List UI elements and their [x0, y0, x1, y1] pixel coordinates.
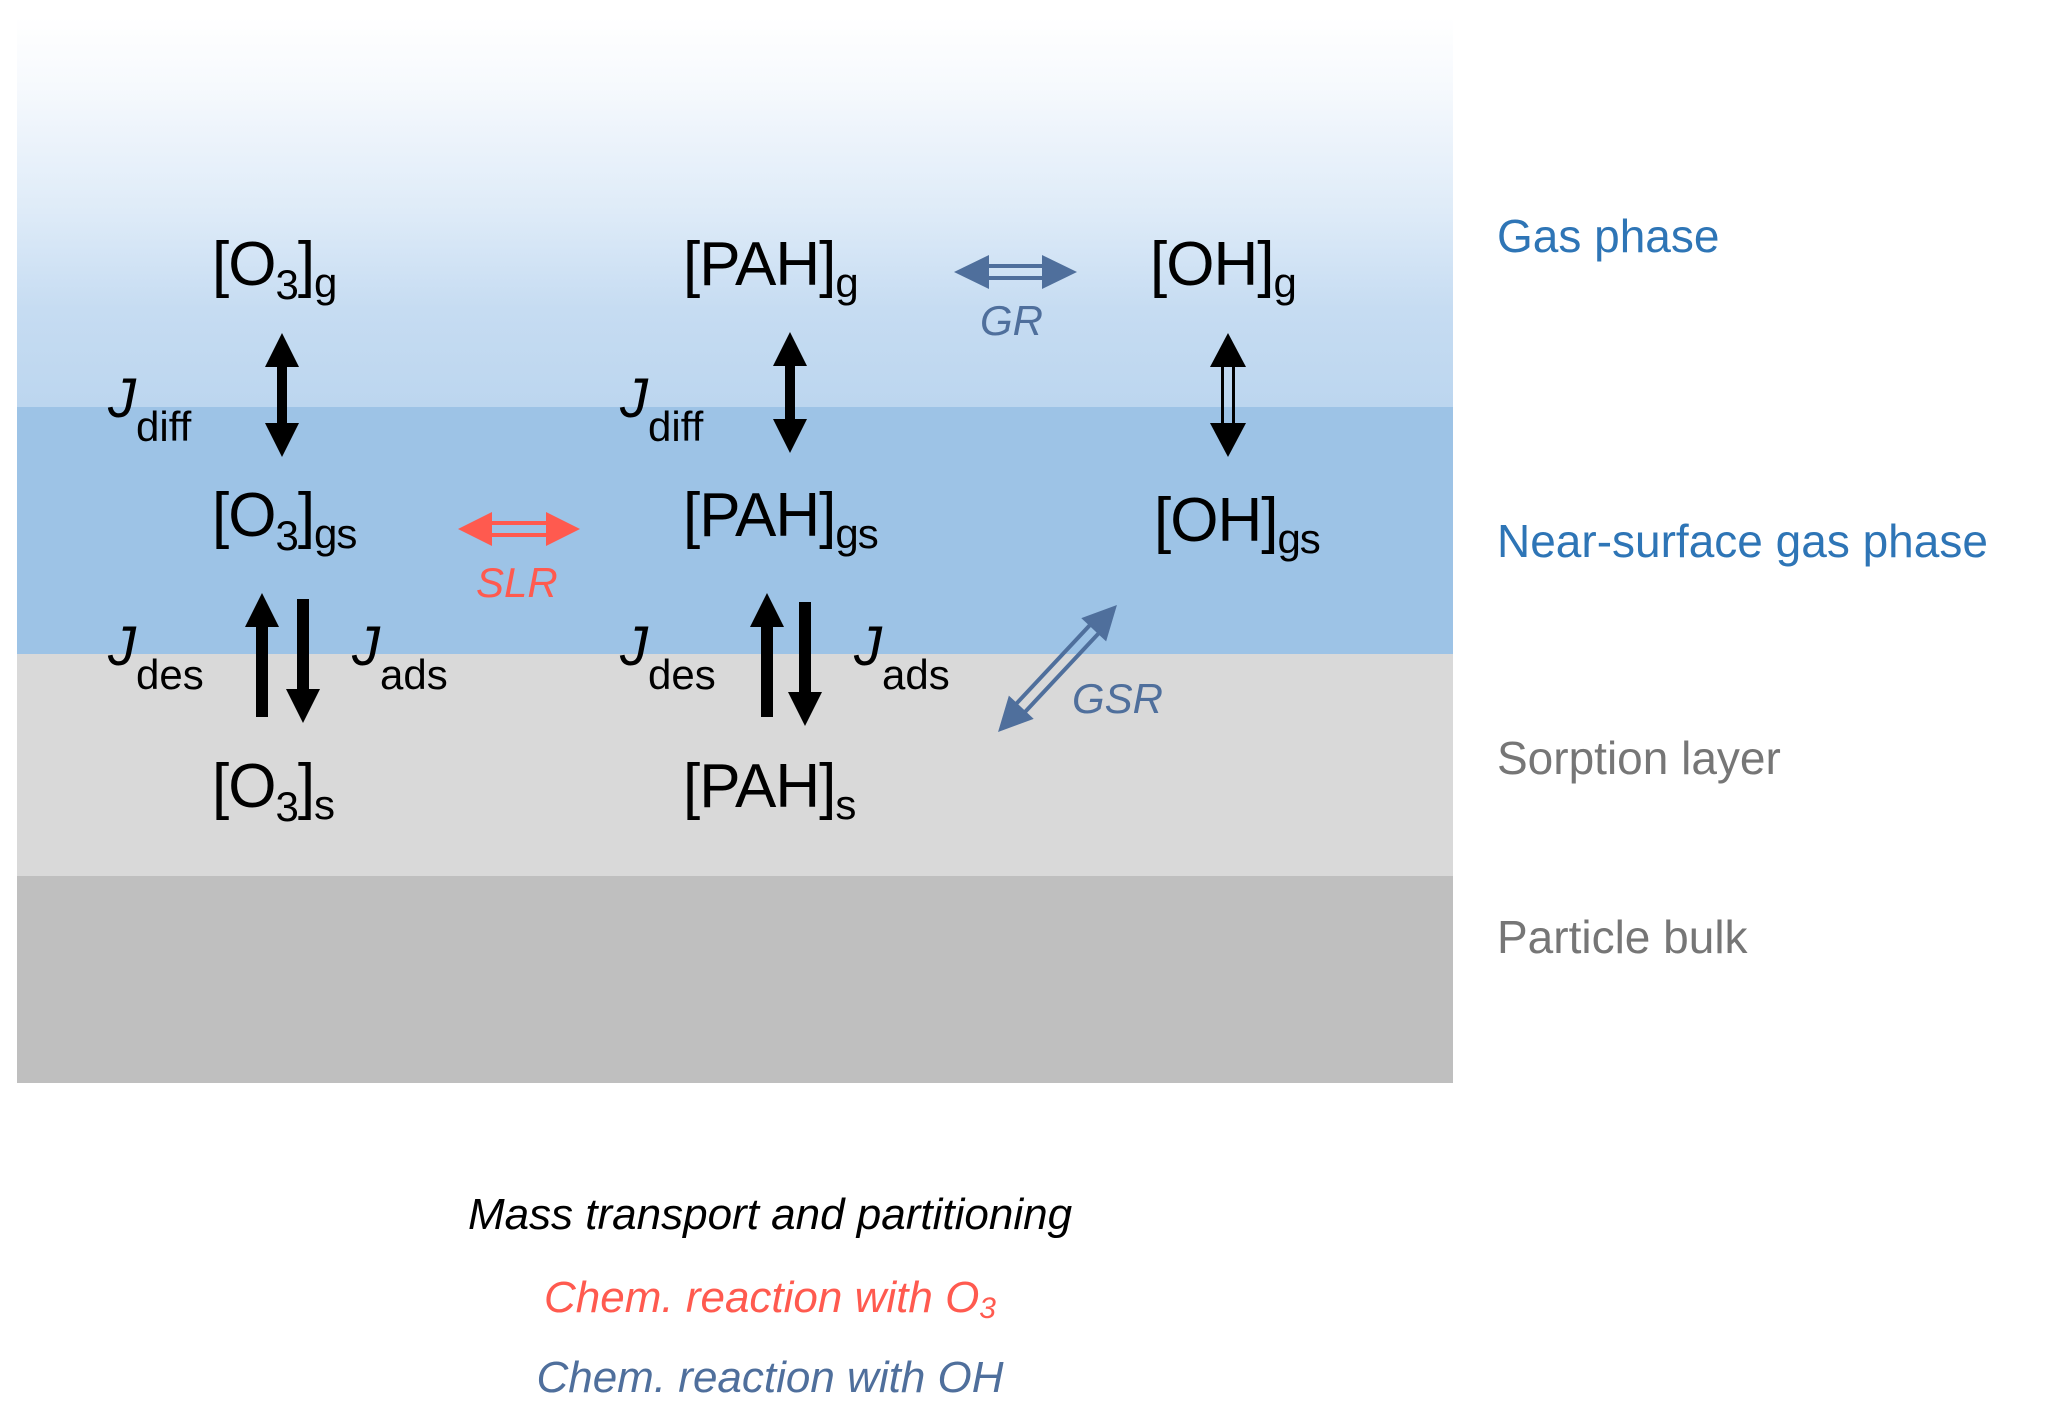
species-pah-gas: [PAH]g [683, 234, 859, 304]
flux-label-o3-des: Jdes [108, 618, 204, 696]
species-text: [O [212, 481, 276, 550]
species-subscript-number: 3 [275, 261, 298, 308]
flux-label-pah-diff: Jdiff [620, 370, 703, 448]
species-text: [OH] [1154, 486, 1278, 555]
phase-label-near-surface: Near-surface gas phase [1497, 515, 1988, 567]
species-pah-sorption: [PAH]s [683, 756, 856, 826]
flux-subscript: ads [380, 651, 448, 698]
flux-symbol: J [620, 614, 648, 677]
flux-label-pah-ads: Jads [854, 618, 950, 696]
species-subscript: g [835, 259, 858, 306]
species-o3-sorption: [O3]s [212, 756, 335, 828]
flux-subscript: des [136, 651, 204, 698]
species-subscript-number: 3 [275, 512, 298, 559]
species-text: [OH] [1150, 230, 1274, 299]
flux-symbol: J [352, 614, 380, 677]
phase-label-sorption: Sorption layer [1497, 732, 1781, 784]
species-text: [PAH] [683, 230, 836, 299]
species-subscript: g [1273, 259, 1296, 306]
flux-symbol: J [108, 614, 136, 677]
particle-bulk-layer [17, 876, 1453, 1083]
gas-phase-layer [17, 17, 1453, 407]
flux-symbol: J [620, 366, 648, 429]
species-bracket: ] [297, 481, 315, 550]
species-text: [O [212, 752, 276, 821]
reaction-label-gr: GR [980, 297, 1043, 344]
flux-subscript: diff [136, 403, 192, 450]
species-bracket: ] [297, 752, 315, 821]
species-text: [PAH] [683, 481, 836, 550]
flux-label-o3-ads: Jads [352, 618, 448, 696]
species-subscript: gs [835, 510, 878, 557]
species-oh-gas: [OH]g [1150, 234, 1297, 304]
reaction-label-slr: SLR [476, 559, 558, 606]
legend-o3-text: Chem. reaction with O [544, 1273, 980, 1322]
species-o3-near-surface: [O3]gs [212, 485, 357, 557]
reaction-label-gsr: GSR [1072, 675, 1164, 722]
legend-o3-reaction: Chem. reaction with O3 [0, 1273, 1540, 1324]
species-text: [PAH] [683, 752, 836, 821]
flux-symbol: J [854, 614, 882, 677]
species-subscript: g [314, 259, 337, 306]
species-subscript: gs [1277, 515, 1320, 562]
species-subscript: s [835, 781, 856, 828]
species-text: [O [212, 230, 276, 299]
species-bracket: ] [297, 230, 315, 299]
flux-label-pah-des: Jdes [620, 618, 716, 696]
species-subscript: gs [314, 510, 357, 557]
flux-subscript: des [648, 651, 716, 698]
species-pah-near-surface: [PAH]gs [683, 485, 879, 555]
flux-label-o3-diff: Jdiff [108, 370, 191, 448]
legend-oh-reaction: Chem. reaction with OH [536, 1353, 1004, 1402]
species-subscript-number: 3 [275, 783, 298, 830]
species-oh-near-surface: [OH]gs [1154, 490, 1321, 560]
flux-subscript: ads [882, 651, 950, 698]
flux-subscript: diff [648, 403, 704, 450]
species-o3-gas: [O3]g [212, 234, 337, 306]
phase-label-bulk: Particle bulk [1497, 911, 1748, 963]
species-subscript: s [314, 781, 335, 828]
flux-symbol: J [108, 366, 136, 429]
legend-mass-transport: Mass transport and partitioning [467, 1190, 1073, 1239]
legend-o3-subscript: 3 [979, 1292, 996, 1325]
phase-label-gas: Gas phase [1497, 210, 1720, 262]
